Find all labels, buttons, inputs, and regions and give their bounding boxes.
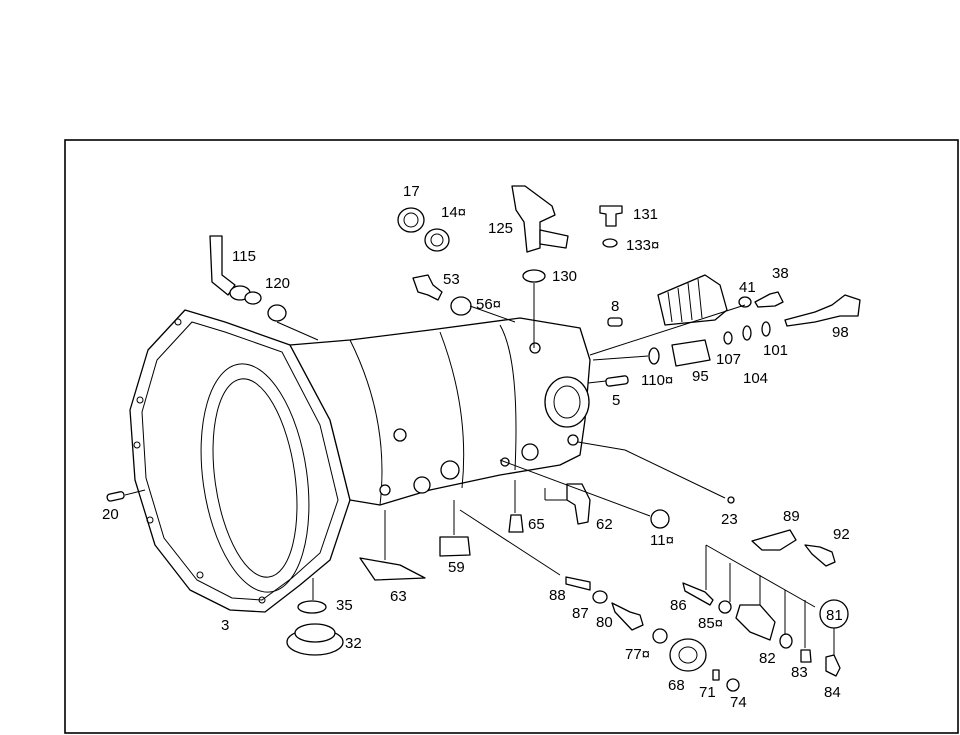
part-11-bushing [650,509,670,529]
callout-35: 35 [336,597,353,614]
callout-85: 85¤ [698,615,723,632]
part-8-pin [607,317,623,327]
callout-130: 130 [552,268,577,285]
part-38-screw [754,291,784,308]
part-74-ring [726,678,740,692]
part-20-pin [106,491,125,502]
callout-23: 23 [721,511,738,528]
callout-87: 87 [572,605,589,622]
part-115-vent-pipe [209,235,262,305]
part-120-seal-ring [267,304,287,322]
part-35-ring [297,600,327,614]
callout-38: 38 [772,265,789,282]
part-71-clip [712,669,720,681]
part-84-clip [825,654,841,677]
part-41-drive-housing [657,274,728,326]
callout-56: 56¤ [476,296,501,313]
part-82-universal-joint [735,604,776,641]
bell-housing [129,309,351,613]
callout-5: 5 [612,392,620,409]
callout-17: 17 [403,183,420,200]
part-62-bracket [566,483,591,525]
part-89-plate [751,529,797,551]
part-101-washer [761,321,771,337]
callout-107: 107 [716,351,741,368]
callout-71: 71 [699,684,716,701]
part-77-seal [652,628,668,644]
callout-81: 81 [826,607,843,624]
callout-125: 125 [488,220,513,237]
part-86-screw [682,582,714,606]
callout-14: 14¤ [441,204,466,221]
callout-95: 95 [692,368,709,385]
callout-84: 84 [824,684,841,701]
callout-110: 110¤ [641,372,673,389]
part-88-pin [565,576,591,591]
callout-74: 74 [730,694,747,711]
callout-115: 115 [232,248,256,265]
callout-88: 88 [549,587,566,604]
callout-92: 92 [833,526,850,543]
callout-98: 98 [832,324,849,341]
part-87-ring [592,590,608,604]
part-92-bolt [804,544,836,567]
part-130-seal [522,269,546,283]
callout-8: 8 [611,298,619,315]
part-82-ring [779,633,793,649]
part-85-washer [718,600,732,614]
part-59-mount [439,536,471,557]
callout-labels: 3 5 8 11¤ 14¤ 17 20 23 32 35 38 41 53 56… [102,183,850,711]
callout-77: 77¤ [625,646,650,663]
part-110-seal [648,347,660,365]
part-104-washer [742,325,752,341]
callout-59: 59 [448,559,465,576]
callout-53: 53 [443,271,460,288]
part-65-fitting [508,514,524,533]
callout-63: 63 [390,588,407,605]
part-5-pin [605,375,629,387]
callout-11: 11¤ [650,532,674,549]
part-98-sensor [784,294,861,327]
part-17-bushing [397,207,425,233]
callout-80: 80 [596,614,613,631]
part-32-bearing-cover [286,623,344,656]
transmission-case [289,317,591,506]
callout-3: 3 [221,617,229,634]
callout-65: 65 [528,516,545,533]
leader-lines [124,283,835,655]
callout-32: 32 [345,635,362,652]
part-14-bushing [424,228,450,252]
part-125-selector-fitting [511,185,569,253]
part-68-joint [669,638,707,672]
callout-68: 68 [668,677,685,694]
part-133-washer [602,238,618,248]
part-83-clip [800,649,812,663]
part-41-washer [738,296,752,308]
callout-41: 41 [739,279,756,296]
part-23-ball [727,496,735,504]
callout-104: 104 [743,370,768,387]
part-53-bolt [412,274,443,301]
callout-62: 62 [596,516,613,533]
callout-89: 89 [783,508,800,525]
part-80-pin [611,602,644,631]
callout-120: 120 [265,275,290,292]
callout-101: 101 [763,342,788,359]
diagram-frame [64,139,959,734]
part-63-wedge [359,557,426,581]
callout-82: 82 [759,650,776,667]
callout-20: 20 [102,506,119,523]
callout-86: 86 [670,597,687,614]
callout-83: 83 [791,664,808,681]
part-95-bearing-block [671,339,711,367]
callout-131: 131 [633,206,658,223]
part-56-seal [450,296,472,316]
part-107-washer [723,331,733,345]
callout-133: 133¤ [626,237,659,254]
part-131-plug [599,205,623,227]
